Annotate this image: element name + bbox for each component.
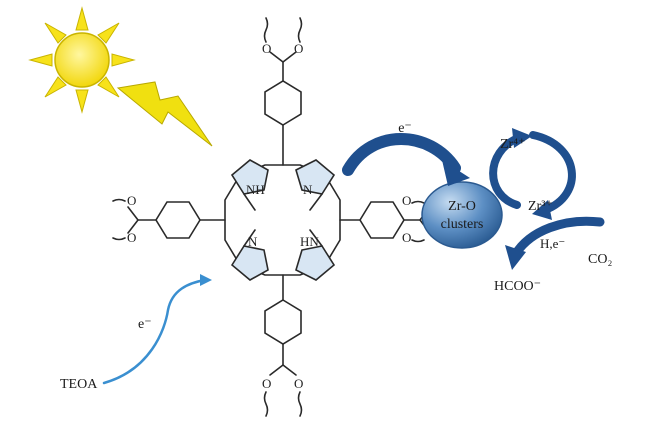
electron-transfer-arrow: e⁻ (342, 121, 470, 186)
zr3-label: Zr³⁺ (528, 199, 553, 214)
zr-o-cluster: Zr-O clusters (421, 181, 503, 249)
zr4-label: Zr⁴⁺ (500, 137, 525, 152)
co2-label: CO₂ (588, 252, 612, 267)
atom-o-right-bottom: O (402, 230, 411, 245)
atom-o-left-bottom: O (127, 230, 136, 245)
atom-hn-bottom: HN (300, 234, 319, 249)
h-e-label: H,e⁻ (540, 236, 565, 251)
porphyrin-molecule: NH N N HN O O O O O O O O (112, 17, 431, 417)
atom-n-top: N (303, 182, 313, 197)
atom-o-top-right: O (294, 41, 303, 56)
electron-label-left: e⁻ (138, 317, 152, 332)
atom-o-left-top: O (127, 193, 136, 208)
atom-o-right-top: O (402, 193, 411, 208)
atom-o-bottom-left: O (262, 376, 271, 391)
electron-label-top: e⁻ (398, 121, 412, 136)
atom-nh-top: NH (246, 182, 265, 197)
cluster-label-2: clusters (441, 217, 484, 232)
atom-o-bottom-right: O (294, 376, 303, 391)
co2-reduction-arrow: H,e⁻ CO₂ HCOO⁻ (494, 216, 612, 294)
teoa-donor-arrow: e⁻ TEOA (60, 274, 212, 392)
atom-n-bottom: N (248, 234, 258, 249)
sun-icon (28, 6, 136, 114)
atom-o-top-left: O (262, 41, 271, 56)
teoa-label: TEOA (60, 377, 98, 392)
hcoo-label: HCOO⁻ (494, 279, 541, 294)
cluster-label-1: Zr-O (448, 199, 476, 214)
zr-redox-cycle: Zr⁴⁺ Zr³⁺ (489, 128, 576, 220)
lightning-bolt-icon (116, 81, 213, 147)
